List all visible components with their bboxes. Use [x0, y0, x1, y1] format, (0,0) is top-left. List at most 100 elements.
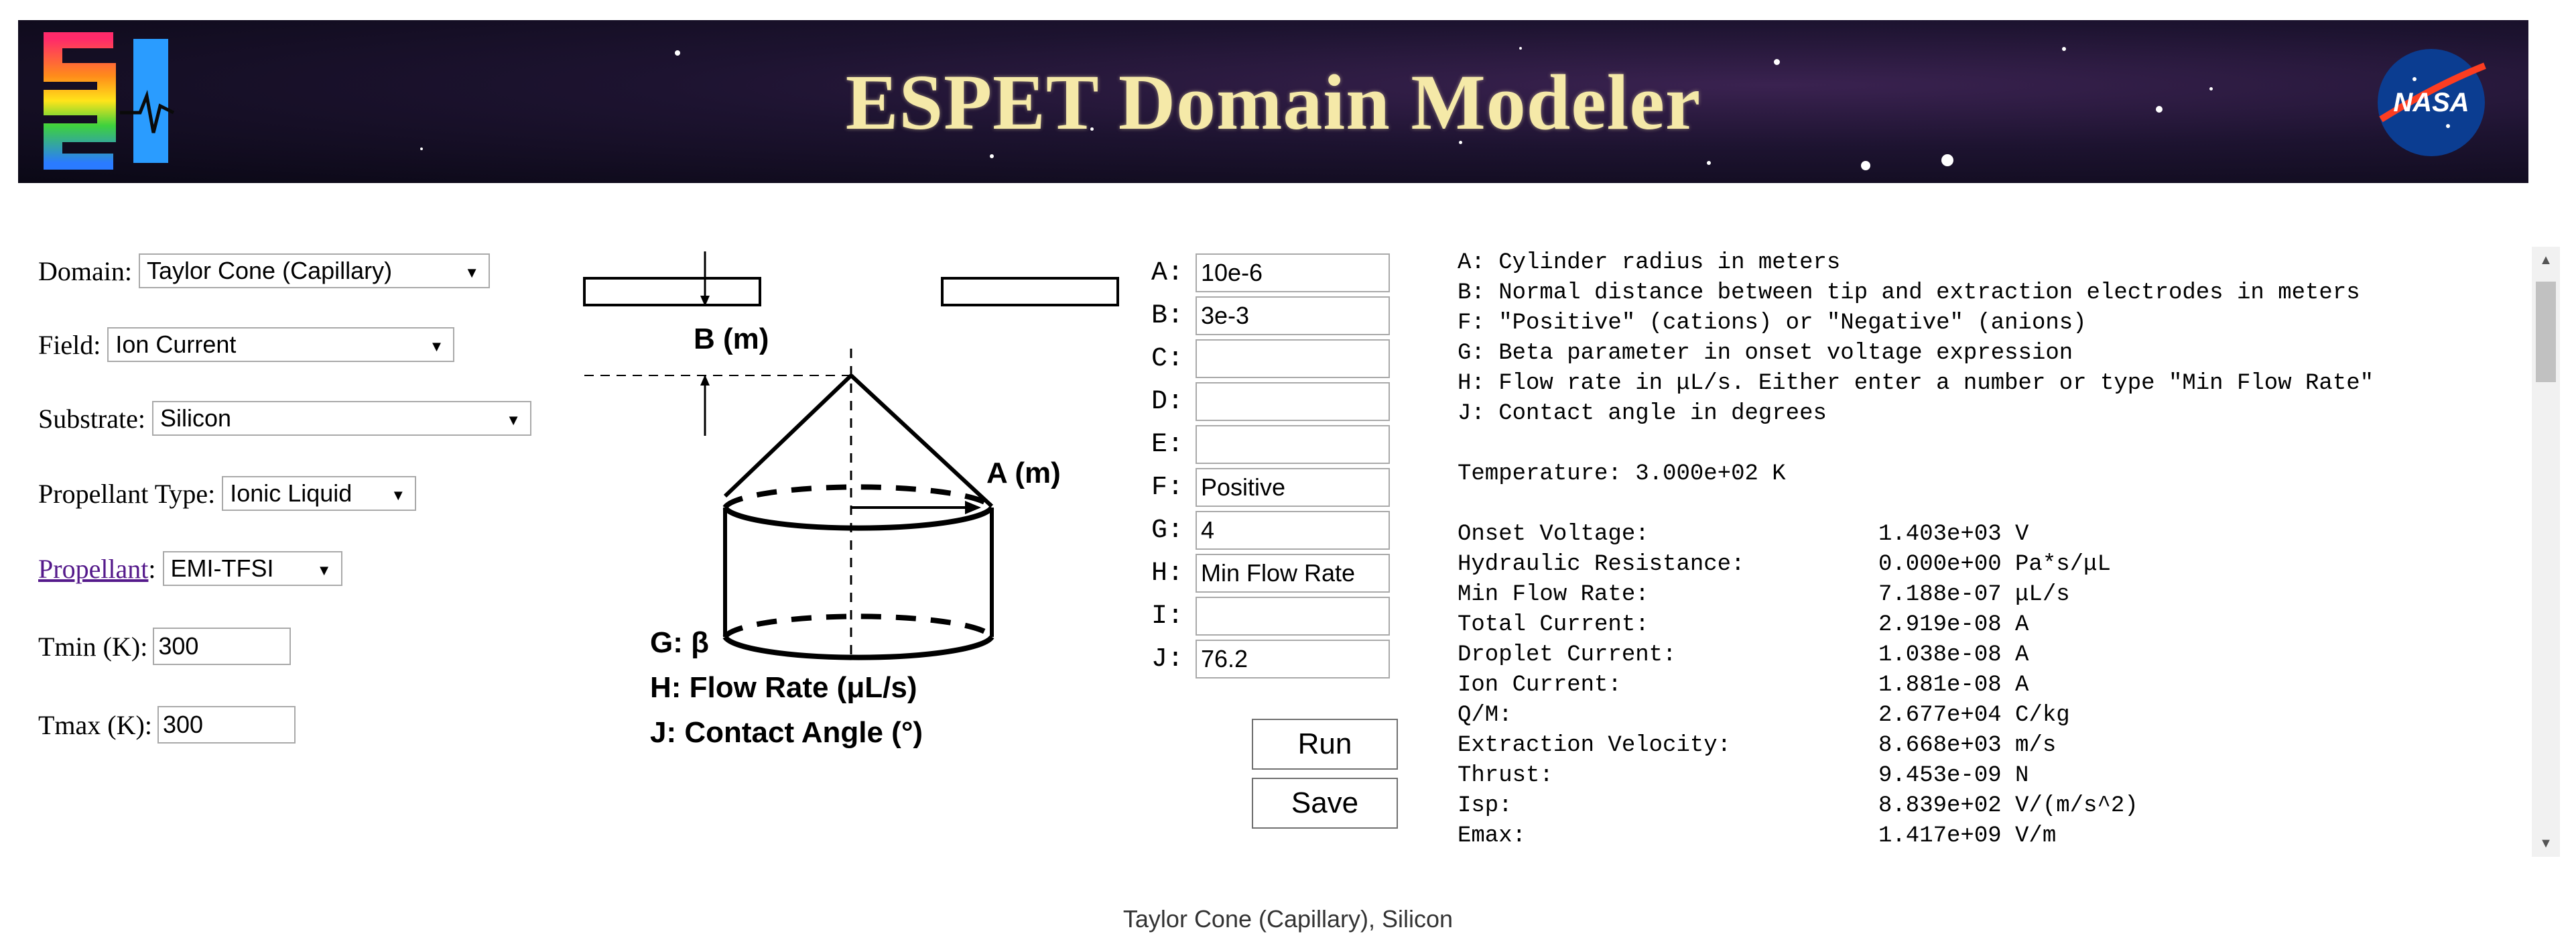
output-scrollbar[interactable]: ▲ ▼ — [2532, 247, 2560, 857]
result-label: Isp: — [1458, 793, 1512, 819]
description-line: H: Flow rate in μL/s. Either enter a num… — [1458, 371, 2374, 396]
nasa-logo-icon: NASA — [2378, 49, 2486, 156]
param-f-input[interactable]: Positive — [1196, 468, 1390, 507]
result-row: Droplet Current:1.038e-08 A — [1458, 640, 2543, 670]
result-value: 1.417e+09 V/m — [1878, 823, 2057, 849]
output-panel: A: Cylinder radius in meters B: Normal d… — [1458, 248, 2543, 855]
param-i-row: I: — [1151, 597, 1390, 636]
scroll-down-icon[interactable]: ▼ — [2539, 835, 2553, 851]
chevron-down-icon: ▼ — [429, 338, 444, 355]
param-j-input[interactable]: 76.2 — [1196, 640, 1390, 678]
result-value: 1.403e+03 V — [1878, 522, 2029, 547]
param-h-input[interactable]: Min Flow Rate — [1196, 554, 1390, 593]
domain-select[interactable]: Taylor Cone (Capillary) ▼ — [138, 253, 490, 288]
result-value: 2.677e+04 C/kg — [1878, 703, 2070, 728]
result-label: Ion Current: — [1458, 672, 1622, 698]
result-label: Min Flow Rate: — [1458, 582, 1649, 607]
right-electrode — [941, 277, 1119, 306]
param-g-label: G: — [1151, 515, 1184, 546]
param-c-row: C: — [1151, 339, 1390, 378]
propellant-type-select[interactable]: Ionic Liquid ▼ — [222, 476, 417, 511]
propellant-link[interactable]: Propellant — [38, 553, 149, 584]
b-dimension-label: B (m) — [694, 322, 769, 355]
tmin-row: Tmin (K): 300 — [38, 628, 292, 665]
domain-select-value: Taylor Cone (Capillary) — [146, 257, 393, 284]
param-b-row: B: 3e-3 — [1151, 296, 1390, 335]
result-row: Total Current: 2.919e-08 A — [1458, 610, 2543, 640]
substrate-label: Substrate: — [38, 403, 145, 434]
substrate-select-value: Silicon — [159, 404, 232, 432]
param-c-input[interactable] — [1196, 339, 1390, 378]
tmin-label: Tmin (K): — [38, 631, 148, 662]
param-d-input[interactable] — [1196, 382, 1390, 421]
scrollbar-thumb[interactable] — [2536, 282, 2556, 382]
propellant-type-row: Propellant Type: Ionic Liquid ▼ — [38, 476, 417, 511]
result-label: Extraction Velocity: — [1458, 733, 1732, 758]
param-h-row: H: Min Flow Rate — [1151, 554, 1390, 593]
param-e-input[interactable] — [1196, 425, 1390, 464]
propellant-select-value: EMI-TFSI — [170, 554, 274, 582]
substrate-row: Substrate: Silicon ▼ — [38, 401, 531, 436]
param-e-label: E: — [1151, 429, 1184, 460]
result-label: Onset Voltage: — [1458, 522, 1649, 547]
result-row: Ion Current: 1.881e-08 A — [1458, 670, 2543, 701]
param-e-row: E: — [1151, 425, 1390, 464]
scroll-up-icon[interactable]: ▲ — [2539, 252, 2553, 268]
param-b-label: B: — [1151, 300, 1184, 331]
chevron-down-icon: ▼ — [391, 487, 406, 504]
tmax-row: Tmax (K): 300 — [38, 706, 296, 744]
field-select-value: Ion Current — [115, 331, 237, 358]
propellant-colon: : — [148, 553, 156, 584]
param-b-input[interactable]: 3e-3 — [1196, 296, 1390, 335]
result-label: Q/M: — [1458, 703, 1512, 728]
footer-caption: Taylor Cone (Capillary), Silicon — [1122, 905, 1454, 933]
param-g-row: G: 4 — [1151, 511, 1390, 550]
propellant-select[interactable]: EMI-TFSI ▼ — [162, 551, 342, 586]
param-i-input[interactable] — [1196, 597, 1390, 636]
result-value: 0.000e+00 Pa*s/μL — [1878, 552, 2111, 577]
propellant-row: Propellant: EMI-TFSI ▼ — [38, 551, 342, 586]
result-label: Total Current: — [1458, 612, 1649, 638]
description-line: G: Beta parameter in onset voltage expre… — [1458, 341, 2073, 366]
tmax-label: Tmax (K): — [38, 709, 152, 740]
param-a-row: A: 10e-6 — [1151, 253, 1390, 292]
field-select[interactable]: Ion Current ▼ — [107, 327, 455, 362]
nasa-logo-text: NASA — [2393, 88, 2469, 117]
substrate-select[interactable]: Silicon ▼ — [151, 401, 531, 436]
run-button[interactable]: Run — [1252, 719, 1398, 770]
tmax-input[interactable]: 300 — [157, 706, 296, 744]
result-row: Q/M: 2.677e+04 C/kg — [1458, 701, 2543, 731]
result-value: 9.453e-09 N — [1878, 763, 2029, 788]
result-row: Thrust:9.453e-09 N — [1458, 761, 2543, 791]
param-f-row: F: Positive — [1151, 468, 1390, 507]
save-button[interactable]: Save — [1252, 778, 1398, 829]
tmin-input[interactable]: 300 — [153, 628, 292, 665]
app-title: ESPET Domain Modeler — [845, 58, 1701, 146]
param-a-label: A: — [1151, 257, 1184, 288]
param-j-label: J: — [1151, 644, 1184, 674]
description-line: J: Contact angle in degrees — [1458, 401, 1827, 426]
temperature-line: Temperature: 3.000e+02 K — [1458, 461, 1786, 487]
result-value: 8.839e+02 V/(m/s^2) — [1878, 793, 2138, 819]
param-j-row: J: 76.2 — [1151, 640, 1390, 678]
result-row: Isp: 8.839e+02 V/(m/s^2) — [1458, 791, 2543, 821]
param-g-input[interactable]: 4 — [1196, 511, 1390, 550]
result-row: Onset Voltage: 1.403e+03 V — [1458, 520, 2543, 550]
j-contact-angle-label: J: Contact Angle (°) — [650, 716, 923, 749]
param-i-label: I: — [1151, 601, 1184, 632]
propellant-type-select-value: Ionic Liquid — [230, 479, 352, 507]
result-row: Emax:1.417e+09 V/m — [1458, 821, 2543, 851]
g-beta-label: G: β — [650, 626, 709, 659]
taylor-cone-diagram: B (m) A (m) G: β H: Flow Rate (μL/s) J: … — [583, 251, 1119, 749]
chevron-down-icon: ▼ — [316, 562, 332, 579]
result-label: Hydraulic Resistance: — [1458, 552, 1745, 577]
param-a-input[interactable]: 10e-6 — [1196, 253, 1390, 292]
param-d-row: D: — [1151, 382, 1390, 421]
result-value: 1.038e-08 A — [1878, 642, 2029, 668]
param-d-label: D: — [1151, 386, 1184, 417]
description-line: B: Normal distance between tip and extra… — [1458, 280, 2360, 306]
param-h-label: H: — [1151, 558, 1184, 589]
left-electrode — [583, 277, 761, 306]
result-value: 2.919e-08 A — [1878, 612, 2029, 638]
result-value: 1.881e-08 A — [1878, 672, 2029, 698]
